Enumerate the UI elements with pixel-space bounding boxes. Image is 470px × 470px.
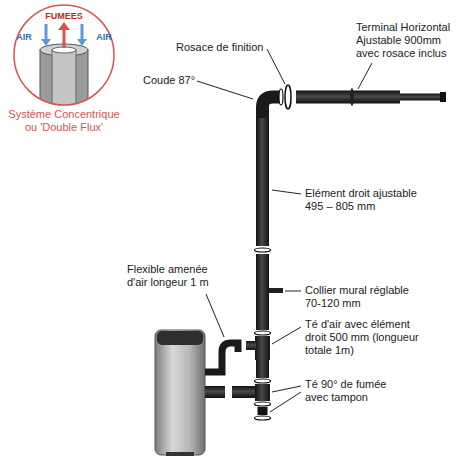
air-inlet <box>246 341 256 350</box>
ring <box>255 402 271 406</box>
ring <box>255 331 271 335</box>
terminal-cap <box>440 92 446 102</box>
leader-line <box>358 63 372 89</box>
pipe-element <box>256 118 269 246</box>
part-label: Té 90° de fumée avec tampon <box>305 378 397 404</box>
air-label: AIR <box>12 32 36 43</box>
part-label: Flexible amenée d'air longeur 1 m <box>127 263 221 289</box>
leader-line <box>206 294 224 337</box>
part-label: Collier mural réglable 70-120 mm <box>305 284 423 310</box>
pipe-element <box>256 360 269 378</box>
part-label: Rosace de finition <box>176 41 263 54</box>
pellet-stove <box>155 330 205 455</box>
tampon <box>258 407 268 415</box>
ring <box>350 88 354 106</box>
inset-circle: FUMEES AIR AIR Système Concentrique ou 'Dou… <box>2 2 126 136</box>
part-label: Coude 87° <box>143 74 195 87</box>
stove-top <box>157 331 203 345</box>
elbow-pipe <box>263 97 282 120</box>
leader-line <box>267 49 285 84</box>
leader-line <box>285 291 301 292</box>
wall-collar <box>269 288 283 293</box>
ring <box>255 416 271 420</box>
ring <box>255 379 271 383</box>
smoke-tee-branch <box>232 386 255 398</box>
pipe-element <box>256 254 269 330</box>
smoke-tee <box>255 384 270 401</box>
leader-line <box>270 392 301 412</box>
ring <box>255 248 271 252</box>
leader-line <box>197 81 253 99</box>
system-caption: Système Concentrique ou 'Double Flux' <box>2 108 126 134</box>
part-label: Té d'air avec élément droit 500 mm (long… <box>305 318 421 357</box>
flexible-hose <box>205 343 238 372</box>
leader-line <box>272 327 301 344</box>
air-tee <box>255 336 270 360</box>
part-label: Terminal Horizontal Ajustable 900mm avec… <box>356 21 464 60</box>
terminal-pipe <box>296 91 400 104</box>
rosace <box>285 85 291 109</box>
smoke-label: FUMEES <box>2 11 126 22</box>
stove-base <box>166 452 194 456</box>
air-label: AIR <box>92 32 116 43</box>
terminal-inner <box>400 94 440 101</box>
leader-line <box>272 386 301 392</box>
leader-line <box>272 190 301 194</box>
smoke-outlet <box>205 386 225 398</box>
ring <box>279 89 283 105</box>
part-label: Elément droit ajustable 495 – 805 mm <box>305 187 429 213</box>
